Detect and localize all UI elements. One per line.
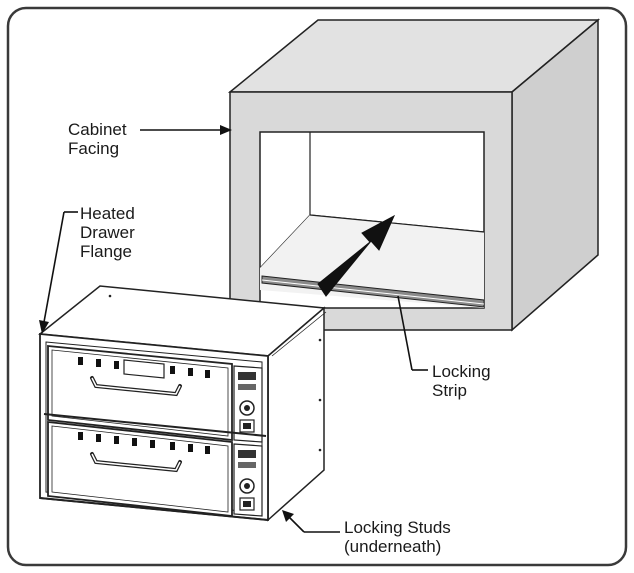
cabinet-facing-arrowhead [220,125,232,135]
locking-strip-label: Locking Strip [432,362,491,400]
callout-leaders [39,125,428,533]
cabinet-facing-label: Cabinet Facing [68,120,127,158]
locking-studs-label: Locking Studs (underneath) [344,518,451,556]
upper-drawer-front [47,345,233,442]
flange-label-line-1: Heated [80,204,135,223]
cabinet [227,18,601,332]
locking-strip-label-line-2: Strip [432,381,467,400]
locking-strip-leader-diagonal [397,295,413,371]
flange-arrowhead [39,320,49,334]
upper-indicator-light [238,372,256,380]
locking-studs-label-line-1: Locking Studs [344,518,451,537]
cabinet-facing-label-line-1: Cabinet [68,120,127,139]
side-rivets [108,294,322,452]
upper-drawer-label-plate [123,359,165,379]
locking-strip-label-line-1: Locking [432,362,491,381]
insertion-arrow [317,214,396,297]
heated-drawer-flange-label: Heated Drawer Flange [80,204,135,261]
heated-drawer-unit [38,285,327,522]
locking-studs-arrowhead [282,510,294,522]
lower-drawer-vents [78,432,210,454]
lower-indicator-light [238,450,256,458]
flange-label-line-3: Flange [80,242,132,261]
flange-label-line-2: Drawer [80,223,135,242]
locking-studs-label-line-2: (underneath) [344,537,442,556]
flange-leader-diagonal [43,211,65,323]
upper-drawer-vents [78,357,210,378]
cabinet-facing-label-line-2: Facing [68,139,120,158]
